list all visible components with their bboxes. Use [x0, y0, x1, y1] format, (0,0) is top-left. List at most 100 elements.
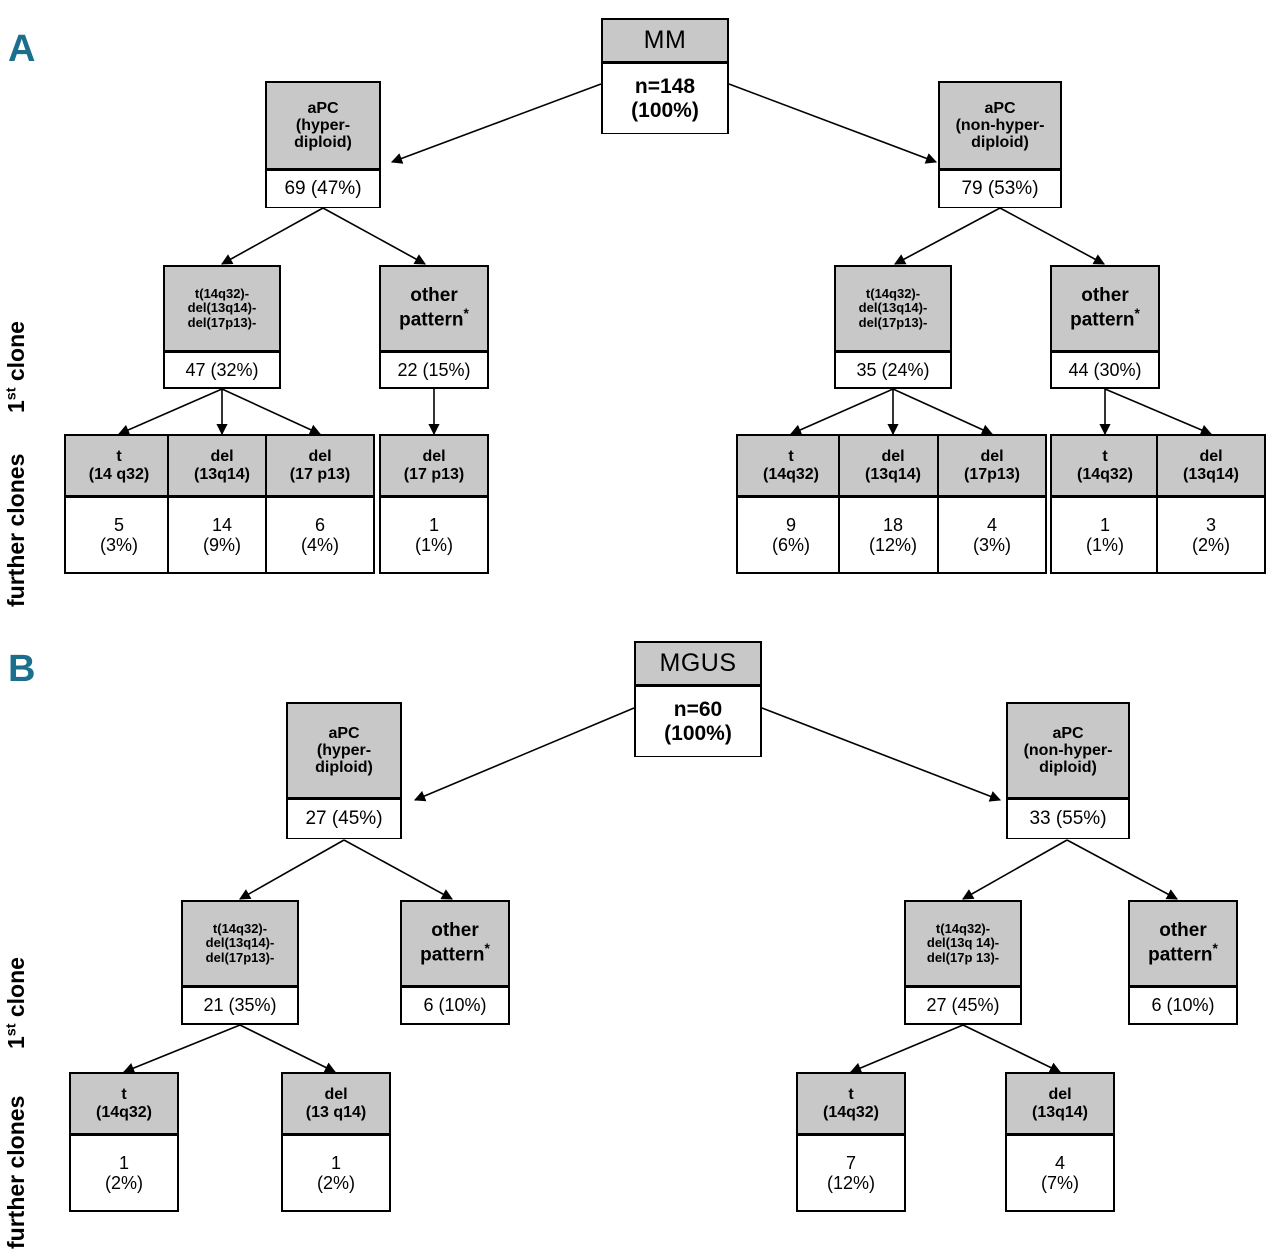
line-1: aPC	[307, 99, 339, 117]
node-b-root-title: MGUS	[636, 643, 760, 687]
node-a-clone2-8[interactable]: t (14q32) 1 (1%)	[1050, 434, 1160, 574]
node-a-clone2-2-title: del (13q14)	[169, 436, 275, 498]
node-b-clone2-4[interactable]: del (13q14) 4 (7%)	[1005, 1072, 1115, 1212]
line-1: other	[1081, 285, 1129, 307]
node-a-clone2-3-value: 6 (4%)	[267, 498, 373, 572]
line-2: (14q32)	[1076, 465, 1134, 483]
node-a-clone2-1[interactable]: t (14 q32) 5 (3%)	[64, 434, 174, 574]
node-b-apc-nonhyperdiploid-title: aPC (non-hyper- diploid)	[1008, 704, 1128, 800]
node-b-clone2-1-title: t (14q32)	[71, 1074, 177, 1136]
count: 14	[211, 514, 233, 535]
node-a-clone2-5-value: 9 (6%)	[738, 498, 844, 572]
line-1: aPC	[328, 724, 360, 742]
node-b-clone1-pattern-hyperdiploid-value: 21 (35%)	[183, 988, 297, 1023]
line-1: del	[1199, 448, 1223, 466]
node-a-clone2-4[interactable]: del (17 p13) 1 (1%)	[379, 434, 489, 574]
node-a-apc-nonhyperdiploid-title: aPC (non-hyper- diploid)	[940, 83, 1060, 171]
percent: (1%)	[1085, 535, 1124, 555]
node-b-apc-hyperdiploid-title: aPC (hyper- diploid)	[288, 704, 400, 800]
node-b-clone2-4-title: del (13q14)	[1007, 1074, 1113, 1136]
line-2: (14q32)	[95, 1103, 153, 1121]
node-a-clone1-other-nonhyperdiploid-value: 44 (30%)	[1052, 353, 1158, 387]
line-3: diploid)	[971, 134, 1029, 152]
node-b-clone2-3[interactable]: t (14q32) 7 (12%)	[796, 1072, 906, 1212]
line-1: del	[980, 448, 1004, 466]
node-a-clone2-7-title: del (17p13)	[939, 436, 1045, 498]
node-a-clone2-7[interactable]: del (17p13) 4 (3%)	[937, 434, 1047, 574]
node-a-clone2-9[interactable]: del (13q14) 3 (2%)	[1156, 434, 1266, 574]
node-a-clone2-4-title: del (17 p13)	[381, 436, 487, 498]
percent: (6%)	[771, 535, 810, 555]
line-2: (hyper-	[295, 116, 351, 134]
line-2: (13 q14)	[305, 1103, 367, 1121]
node-b-apc-nonhyperdiploid[interactable]: aPC (non-hyper- diploid) 33 (55%)	[1006, 702, 1130, 839]
node-b-clone1-other-hyperdiploid[interactable]: other pattern* 6 (10%)	[400, 900, 510, 1025]
node-b-root[interactable]: MGUS n=60 (100%)	[634, 641, 762, 757]
node-a-clone1-other-hyperdiploid[interactable]: other pattern* 22 (15%)	[379, 265, 489, 389]
count: 1	[1099, 514, 1110, 535]
count: 9	[785, 514, 796, 535]
node-a-root[interactable]: MM n=148 (100%)	[601, 18, 729, 134]
percent: (2%)	[104, 1173, 143, 1193]
line-1: t	[121, 1086, 127, 1104]
node-b-clone1-pattern-nonhyperdiploid-title: t(14q32)- del(13q 14)- del(17p 13)-	[906, 902, 1020, 988]
line-1: t(14q32)-	[865, 286, 921, 302]
node-a-clone2-2[interactable]: del (13q14) 14 (9%)	[167, 434, 277, 574]
node-b-clone1-pattern-nonhyperdiploid[interactable]: t(14q32)- del(13q 14)- del(17p 13)- 27 (…	[904, 900, 1022, 1025]
node-b-clone1-other-nonhyperdiploid[interactable]: other pattern* 6 (10%)	[1128, 900, 1238, 1025]
line-1: del	[881, 448, 905, 466]
node-a-apc-nonhyperdiploid[interactable]: aPC (non-hyper- diploid) 79 (53%)	[938, 81, 1062, 208]
line-1: t	[788, 448, 794, 466]
node-a-clone2-8-value: 1 (1%)	[1052, 498, 1158, 572]
count: 3	[1205, 514, 1216, 535]
node-a-apc-hyperdiploid[interactable]: aPC (hyper- diploid) 69 (47%)	[265, 81, 381, 208]
line-2: (17 p13)	[289, 465, 351, 483]
node-b-clone2-4-value: 4 (7%)	[1007, 1136, 1113, 1210]
line-2: pattern*	[1148, 940, 1218, 966]
line-3: diploid)	[315, 759, 373, 777]
node-a-clone1-pattern-hyperdiploid-title: t(14q32)- del(13q14)- del(17p13)-	[165, 267, 279, 353]
line-1: del	[308, 448, 332, 466]
node-a-clone2-3[interactable]: del (17 p13) 6 (4%)	[265, 434, 375, 574]
node-a-clone1-other-nonhyperdiploid[interactable]: other pattern* 44 (30%)	[1050, 265, 1160, 389]
node-a-clone1-other-nonhyperdiploid-title: other pattern*	[1052, 267, 1158, 353]
node-b-clone2-1[interactable]: t (14q32) 1 (2%)	[69, 1072, 179, 1212]
line-1: del	[324, 1086, 348, 1104]
node-b-clone1-pattern-hyperdiploid[interactable]: t(14q32)- del(13q14)- del(17p13)- 21 (35…	[181, 900, 299, 1025]
line-1: t(14q32)-	[935, 921, 991, 937]
node-b-clone2-1-value: 1 (2%)	[71, 1136, 177, 1210]
node-a-clone1-pattern-nonhyperdiploid-title: t(14q32)- del(13q14)- del(17p13)-	[836, 267, 950, 353]
node-a-clone2-6-value: 18 (12%)	[840, 498, 946, 572]
node-b-apc-hyperdiploid[interactable]: aPC (hyper- diploid) 27 (45%)	[286, 702, 402, 839]
node-a-clone2-2-value: 14 (9%)	[169, 498, 275, 572]
node-a-clone2-6[interactable]: del (13q14) 18 (12%)	[838, 434, 948, 574]
node-a-clone2-5-title: t (14q32)	[738, 436, 844, 498]
panel-letter-b: B	[8, 648, 36, 690]
node-a-clone2-7-value: 4 (3%)	[939, 498, 1045, 572]
percent: (3%)	[972, 535, 1011, 555]
count: 6	[314, 514, 325, 535]
node-b-clone2-2[interactable]: del (13 q14) 1 (2%)	[281, 1072, 391, 1212]
node-a-clone2-5[interactable]: t (14q32) 9 (6%)	[736, 434, 846, 574]
line-2: del(13q 14)-	[926, 935, 1000, 951]
node-a-apc-hyperdiploid-title: aPC (hyper- diploid)	[267, 83, 379, 171]
node-b-clone2-2-value: 1 (2%)	[283, 1136, 389, 1210]
line-1: aPC	[984, 99, 1016, 117]
node-a-clone1-pattern-nonhyperdiploid[interactable]: t(14q32)- del(13q14)- del(17p13)- 35 (24…	[834, 265, 952, 389]
node-b-clone1-other-hyperdiploid-title: other pattern*	[402, 902, 508, 988]
node-b-clone2-2-title: del (13 q14)	[283, 1074, 389, 1136]
node-a-clone2-9-value: 3 (2%)	[1158, 498, 1264, 572]
line-1: t(14q32)-	[212, 921, 268, 937]
node-a-clone1-pattern-hyperdiploid[interactable]: t(14q32)- del(13q14)- del(17p13)- 47 (32…	[163, 265, 281, 389]
percent: (9%)	[202, 535, 241, 555]
line-2: (non-hyper-	[955, 116, 1045, 134]
percent: (2%)	[1191, 535, 1230, 555]
line-2: (14q32)	[822, 1103, 880, 1121]
line-3: del(17p 13)-	[926, 949, 1000, 965]
line-1: t	[848, 1086, 854, 1104]
node-b-apc-hyperdiploid-value: 27 (45%)	[288, 800, 400, 838]
node-a-clone2-6-title: del (13q14)	[840, 436, 946, 498]
line-1: t(14q32)-	[194, 286, 250, 302]
